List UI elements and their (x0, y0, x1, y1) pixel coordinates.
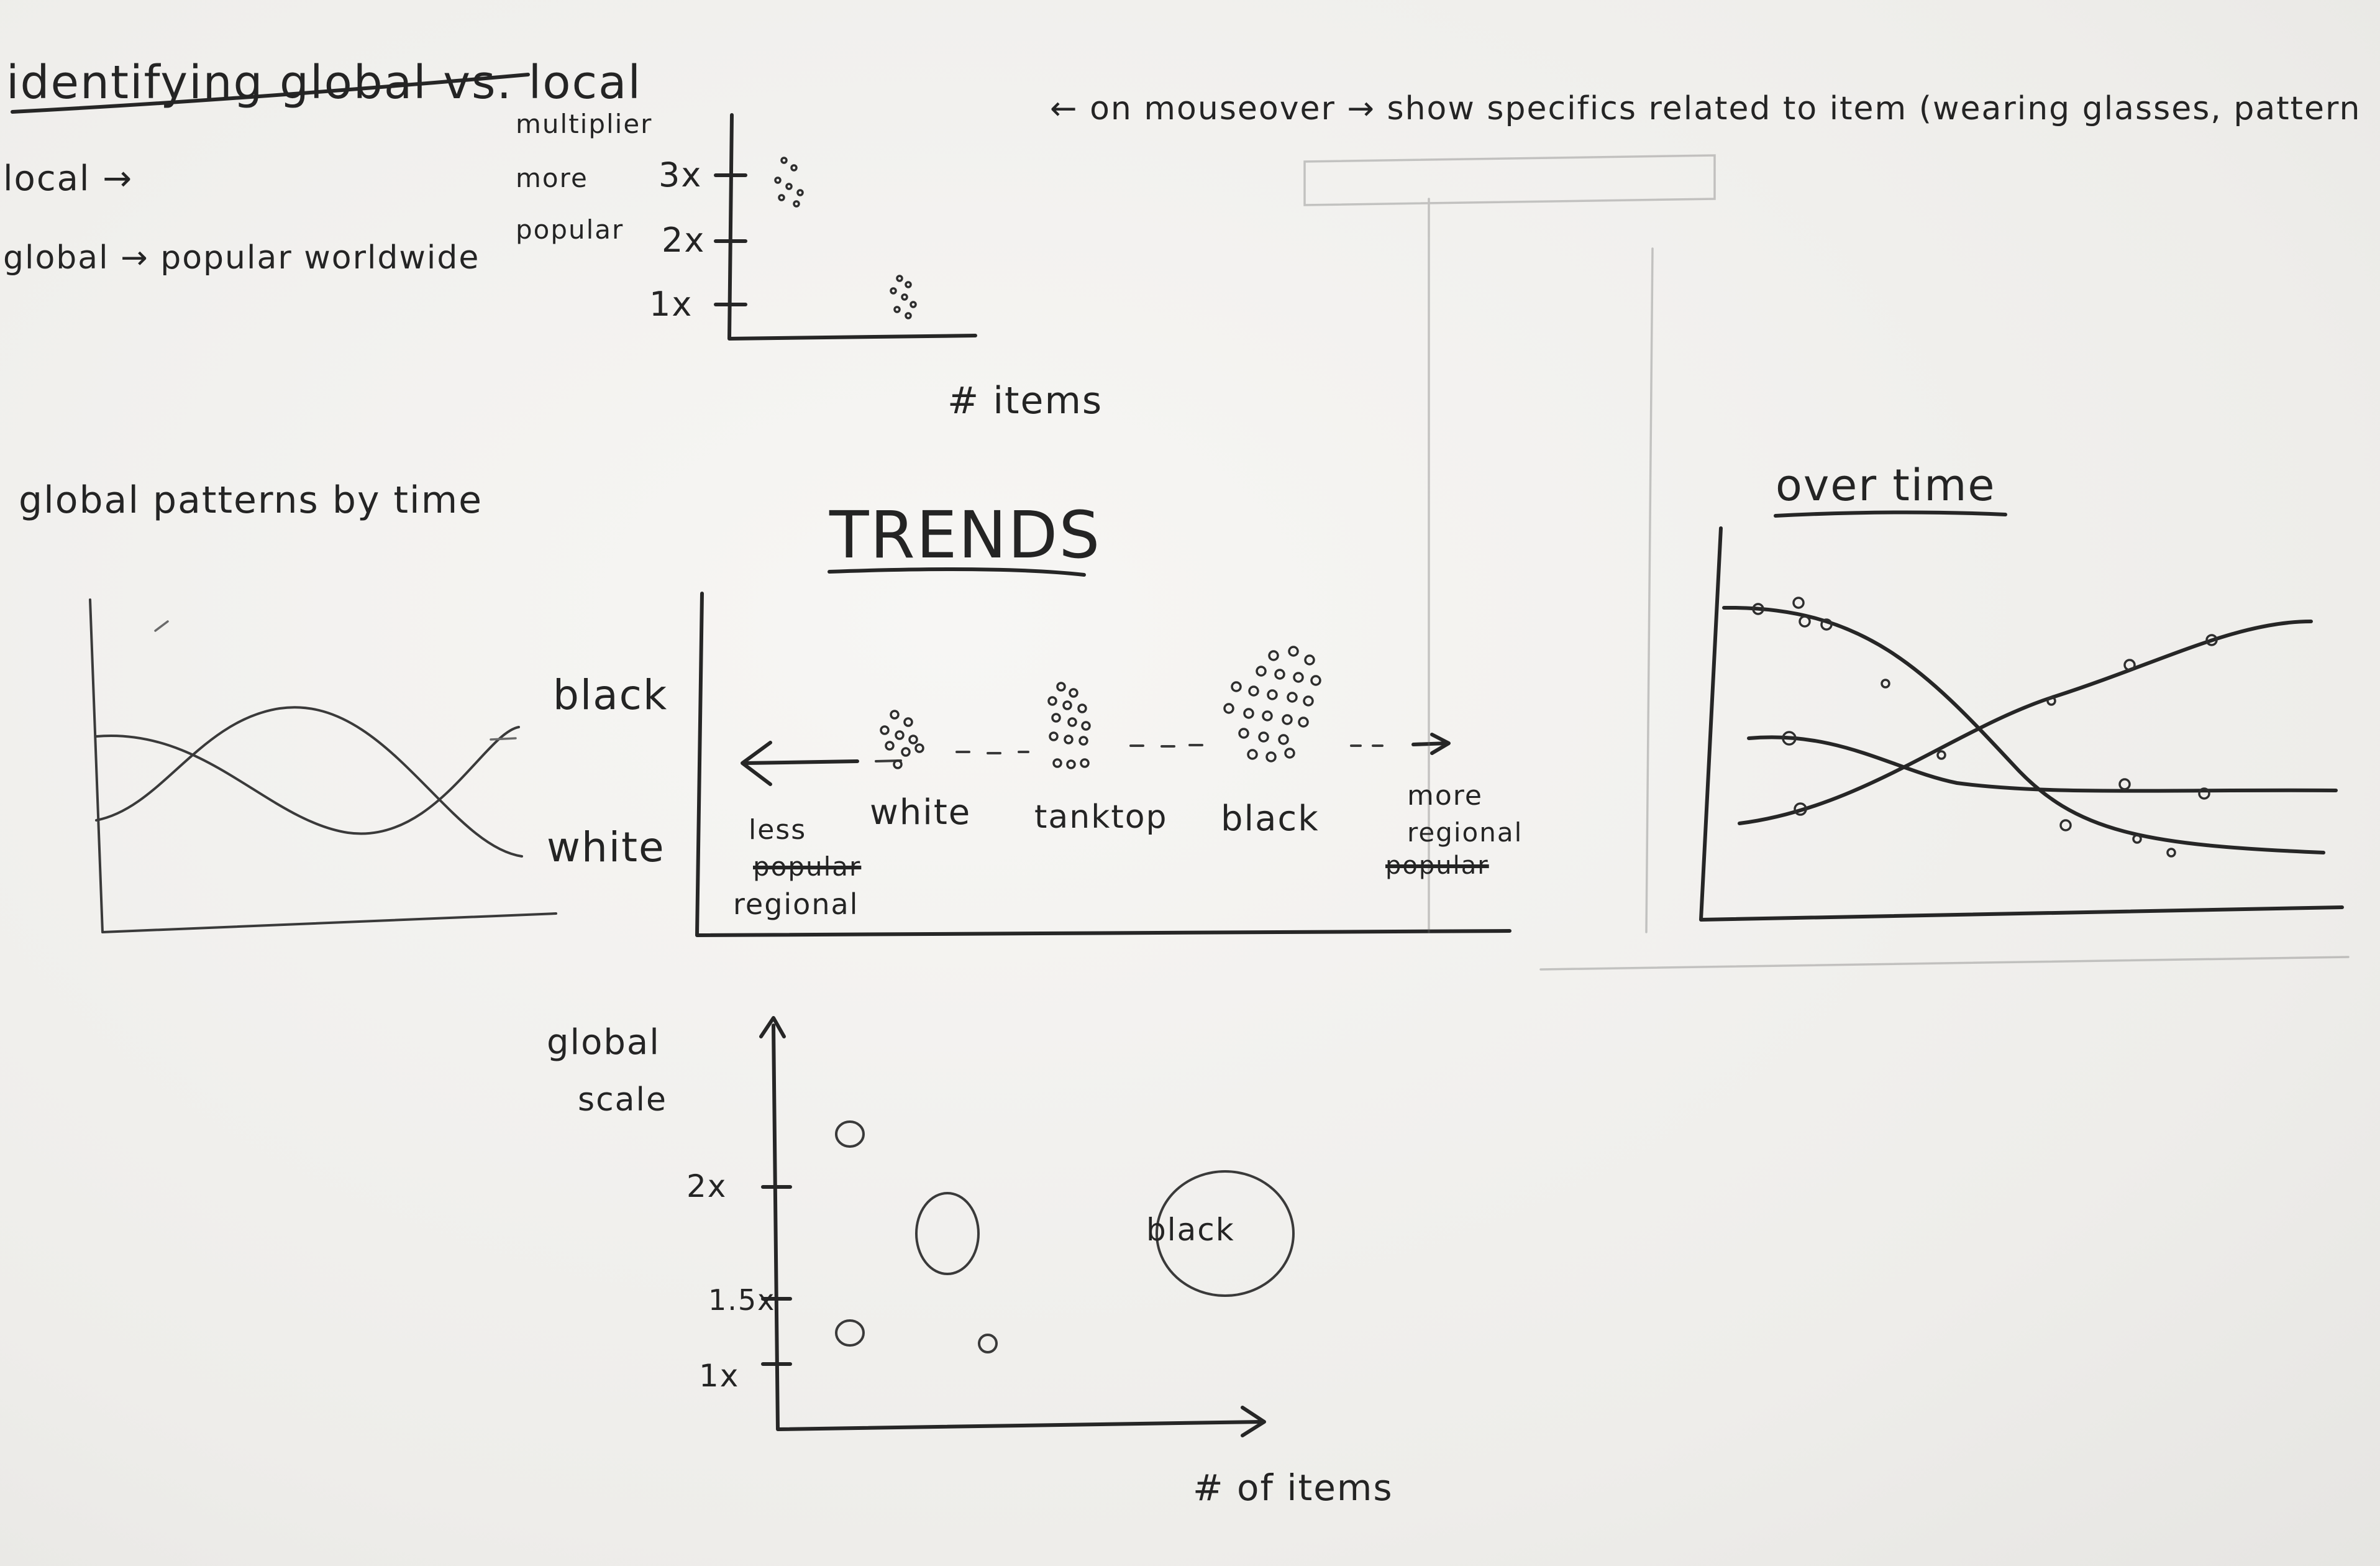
less-regional-label: regional (733, 887, 859, 921)
bubble-tick-2x: 2x (686, 1168, 727, 1204)
tick-label-3x: 3x (659, 155, 703, 195)
left-arrow-head (741, 741, 772, 786)
title-underline (11, 73, 530, 114)
dot-cluster-low (890, 275, 917, 319)
time-chart (89, 598, 557, 933)
tick-label-1x: 1x (649, 285, 693, 324)
bubble-chart (759, 1016, 1295, 1437)
over-time-axes (1699, 526, 2344, 922)
left-arrow-shaft (744, 759, 859, 765)
multiplier-axes (727, 113, 977, 341)
over-time-chart (1699, 510, 2344, 922)
over-time-line-falling (1722, 605, 2325, 854)
bubble-y-label-2: scale (578, 1081, 667, 1119)
bubble-axes (772, 1023, 1263, 1431)
series-line-black (95, 726, 520, 835)
trends-panel (695, 567, 1511, 937)
series-label-white: white (547, 823, 665, 871)
dot-cluster-tanktop (1047, 682, 1091, 769)
over-time-markers (1752, 597, 2218, 858)
paper-show-through (1303, 154, 2350, 971)
trends-frame (695, 592, 1511, 937)
bubble-tick-1-5x: 1.5x (708, 1283, 776, 1317)
mouseover-note: ← on mouseover → show specifics related … (1050, 90, 2361, 127)
dot-cluster-high (774, 157, 804, 208)
less-popular-struck: popular (753, 851, 862, 882)
dot-cluster-white (880, 710, 924, 769)
trend-item-white: white (870, 792, 972, 833)
bubble-x-label: # of items (1193, 1467, 1393, 1509)
global-label: global → popular worldwide (3, 239, 480, 277)
popular-label: popular (516, 214, 624, 245)
over-time-line-flat (1747, 735, 2338, 793)
trend-item-black: black (1221, 799, 1320, 839)
x-arrow-head (1241, 1406, 1266, 1437)
bubble-y-label-1: global (547, 1022, 660, 1063)
multiplier-chart (714, 113, 977, 341)
dot-cluster-black (1223, 646, 1321, 762)
series-line-white (95, 706, 523, 858)
trends-title: TRENDS (829, 497, 1101, 573)
trend-item-tanktop: tanktop (1034, 799, 1168, 836)
page-title: identifying global vs. local (6, 56, 642, 109)
bubble-small-top (835, 1120, 865, 1148)
right-arrow-shaft (1411, 741, 1449, 746)
multiplier-x-label: # items (947, 379, 1103, 423)
time-chart-title: global patterns by time (19, 478, 483, 522)
bubble-small-right (978, 1334, 998, 1353)
trends-underline (828, 567, 1086, 577)
over-time-title: over time (1776, 460, 1996, 511)
less-label: less (749, 814, 807, 846)
more-label: more (516, 163, 588, 193)
bubble-medium (915, 1192, 980, 1275)
series-label-black: black (553, 671, 668, 719)
bubble-small-left (835, 1319, 865, 1347)
more-label: more (1407, 780, 1483, 812)
y-arrow-head (759, 1016, 786, 1038)
local-label: local → (3, 158, 134, 199)
bubble-tick-1x: 1x (699, 1358, 740, 1394)
time-chart-axes (89, 598, 557, 933)
tick-label-2x: 2x (662, 221, 706, 260)
multiplier-label: multiplier (516, 109, 653, 139)
over-time-underline (1774, 510, 2007, 518)
bubble-large-black (1156, 1170, 1295, 1297)
more-regional-label: regional (1407, 817, 1523, 848)
bubble-label-black: black (1146, 1212, 1235, 1248)
right-arrow-head (1430, 733, 1451, 755)
over-time-line-rising (1738, 620, 2313, 825)
more-popular-struck: popular (1385, 851, 1489, 880)
